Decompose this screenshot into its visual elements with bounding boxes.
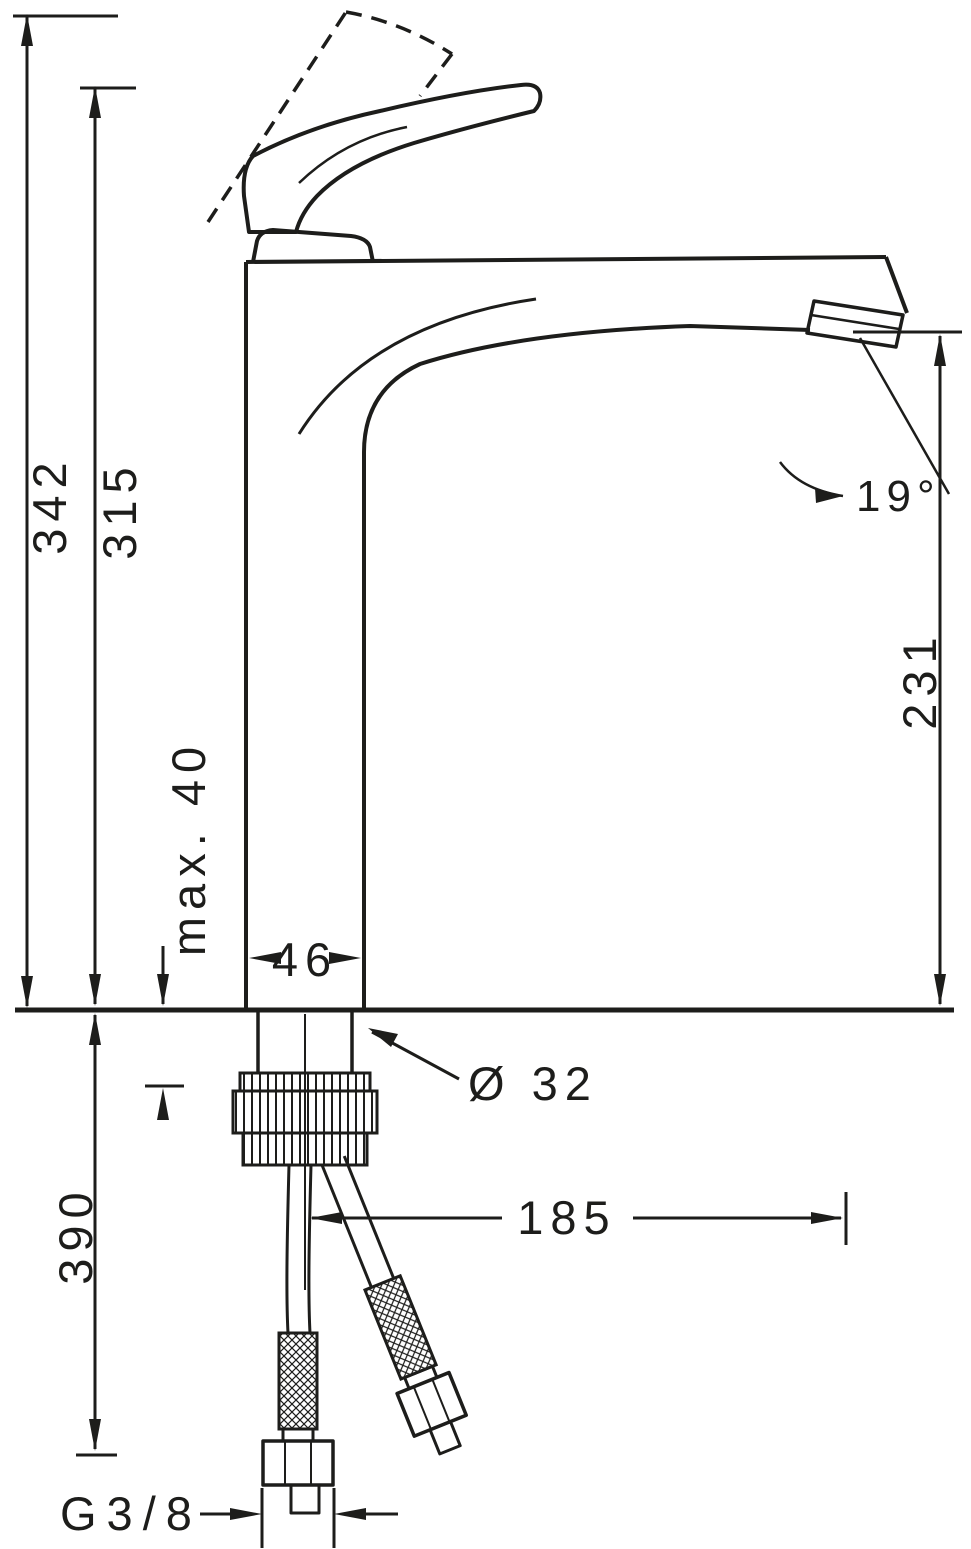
dimension-231: 231 [853,330,962,1006]
dim-342-label: 342 [23,455,76,554]
arrowhead-down [89,1419,101,1451]
handle-raised-dashed [206,10,454,223]
raised-handle-top-edge [345,10,453,56]
hose-left-stub [289,1483,321,1515]
dim-diameter-label: Ø 32 [468,1057,598,1110]
arrowhead-up [21,14,33,46]
dimension-315: 315 [80,86,146,1006]
body-spout [244,255,909,1008]
lever-outline [241,82,543,234]
dimension-390: 390 [49,1013,117,1457]
spout-top-edge [245,255,887,264]
hose-left-braid [277,1331,319,1431]
arrowhead-up [89,1013,101,1045]
hose-right-stub [428,1420,462,1456]
aerator-inner-line [810,313,900,331]
body-highlight-curve [297,297,537,435]
hose-left-edge-a [285,1164,291,1334]
arrowhead-up [157,1088,169,1120]
arrowhead-inward-right [334,1508,366,1520]
dim-max-40-label: max. 40 [162,740,215,956]
hose-left-edge-b [307,1164,313,1334]
aerator-outline [805,299,905,349]
arrowhead-down [157,974,169,1006]
arrowhead-inward-left [230,1508,262,1520]
arrowhead-angle [815,488,843,503]
aerator [805,299,905,349]
arrowhead-down [934,974,946,1006]
arrowhead-left [310,1212,342,1224]
dimension-185: 185 [310,1191,848,1245]
dimension-diameter-32: Ø 32 [368,1028,598,1110]
handle-base [251,228,375,263]
spout-underside [362,324,811,1008]
dim-46-label: 46 [272,933,338,986]
dim-390-label: 390 [49,1185,102,1284]
handle [241,82,543,263]
arrowhead-right [811,1212,843,1224]
hose-left-nut [261,1439,335,1487]
raised-handle-front-edge [418,52,454,98]
arrowhead-left [249,952,281,964]
dimension-angle-19: 19° [778,337,951,521]
shank [256,1010,354,1073]
dim-angle-label: 19° [856,472,941,521]
arrowhead-down [89,974,101,1006]
supply-hose-left [261,1164,335,1515]
raised-handle-back-edge [206,11,348,223]
dimension-max-40: max. 40 [145,740,215,1120]
spout-end-face [884,256,909,314]
faucet-drawing [15,10,954,1515]
hose-right-braid [363,1273,439,1381]
angle-leader-arc [778,461,844,498]
hose-right-edge-a [320,1164,373,1288]
hose-left-collar [281,1427,315,1443]
arrowhead-right [329,952,361,964]
dim-185-label: 185 [517,1191,616,1244]
hose-right-nut-facet-a [412,1386,432,1430]
dim-thread-label: G3/8 [60,1487,202,1540]
arrowhead-up [934,334,946,366]
dimension-46: 46 [249,933,361,986]
supply-hose-right [320,1155,468,1456]
dim-231-label: 231 [893,630,946,729]
dimension-342: 342 [13,14,118,1008]
arrowhead-down [21,976,33,1008]
hose-right-nut-facet-b [431,1378,451,1423]
dim-315-label: 315 [93,460,146,559]
stream-angle-line [858,337,951,495]
arrowhead-up [89,86,101,118]
dimension-g38: G3/8 [60,1487,398,1548]
lever-highlight-curve [298,125,408,184]
arrowhead-leader [368,1028,398,1047]
